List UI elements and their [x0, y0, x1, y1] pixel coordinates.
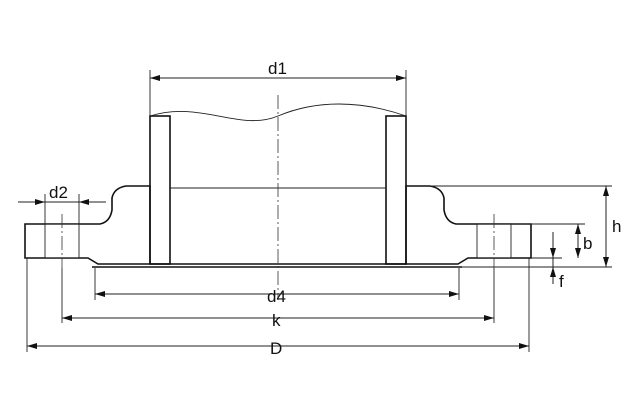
label-k: k	[272, 311, 281, 330]
label-d2: d2	[49, 183, 68, 202]
flange-section-right	[405, 185, 532, 265]
dimension-line-d2	[18, 199, 106, 205]
flange-section-left	[24, 185, 151, 265]
pipe-break-line	[149, 103, 407, 122]
label-f: f	[559, 272, 564, 291]
dimension-line-D	[27, 343, 529, 349]
label-d1: d1	[268, 59, 287, 78]
dimension-line-b	[575, 224, 581, 258]
label-b: b	[583, 234, 592, 253]
pipe-wall-left	[149, 115, 171, 265]
dimension-line-k	[62, 315, 494, 321]
label-d4: d4	[267, 287, 286, 306]
dimension-line-d4	[95, 291, 459, 297]
dimension-line-f	[550, 232, 556, 284]
dimension-line-h	[603, 186, 609, 267]
label-h: h	[612, 217, 621, 236]
dimension-line-d1	[150, 75, 406, 81]
extension-lines	[26, 70, 612, 352]
pipe-wall-right	[385, 115, 407, 265]
label-D: D	[270, 339, 282, 358]
